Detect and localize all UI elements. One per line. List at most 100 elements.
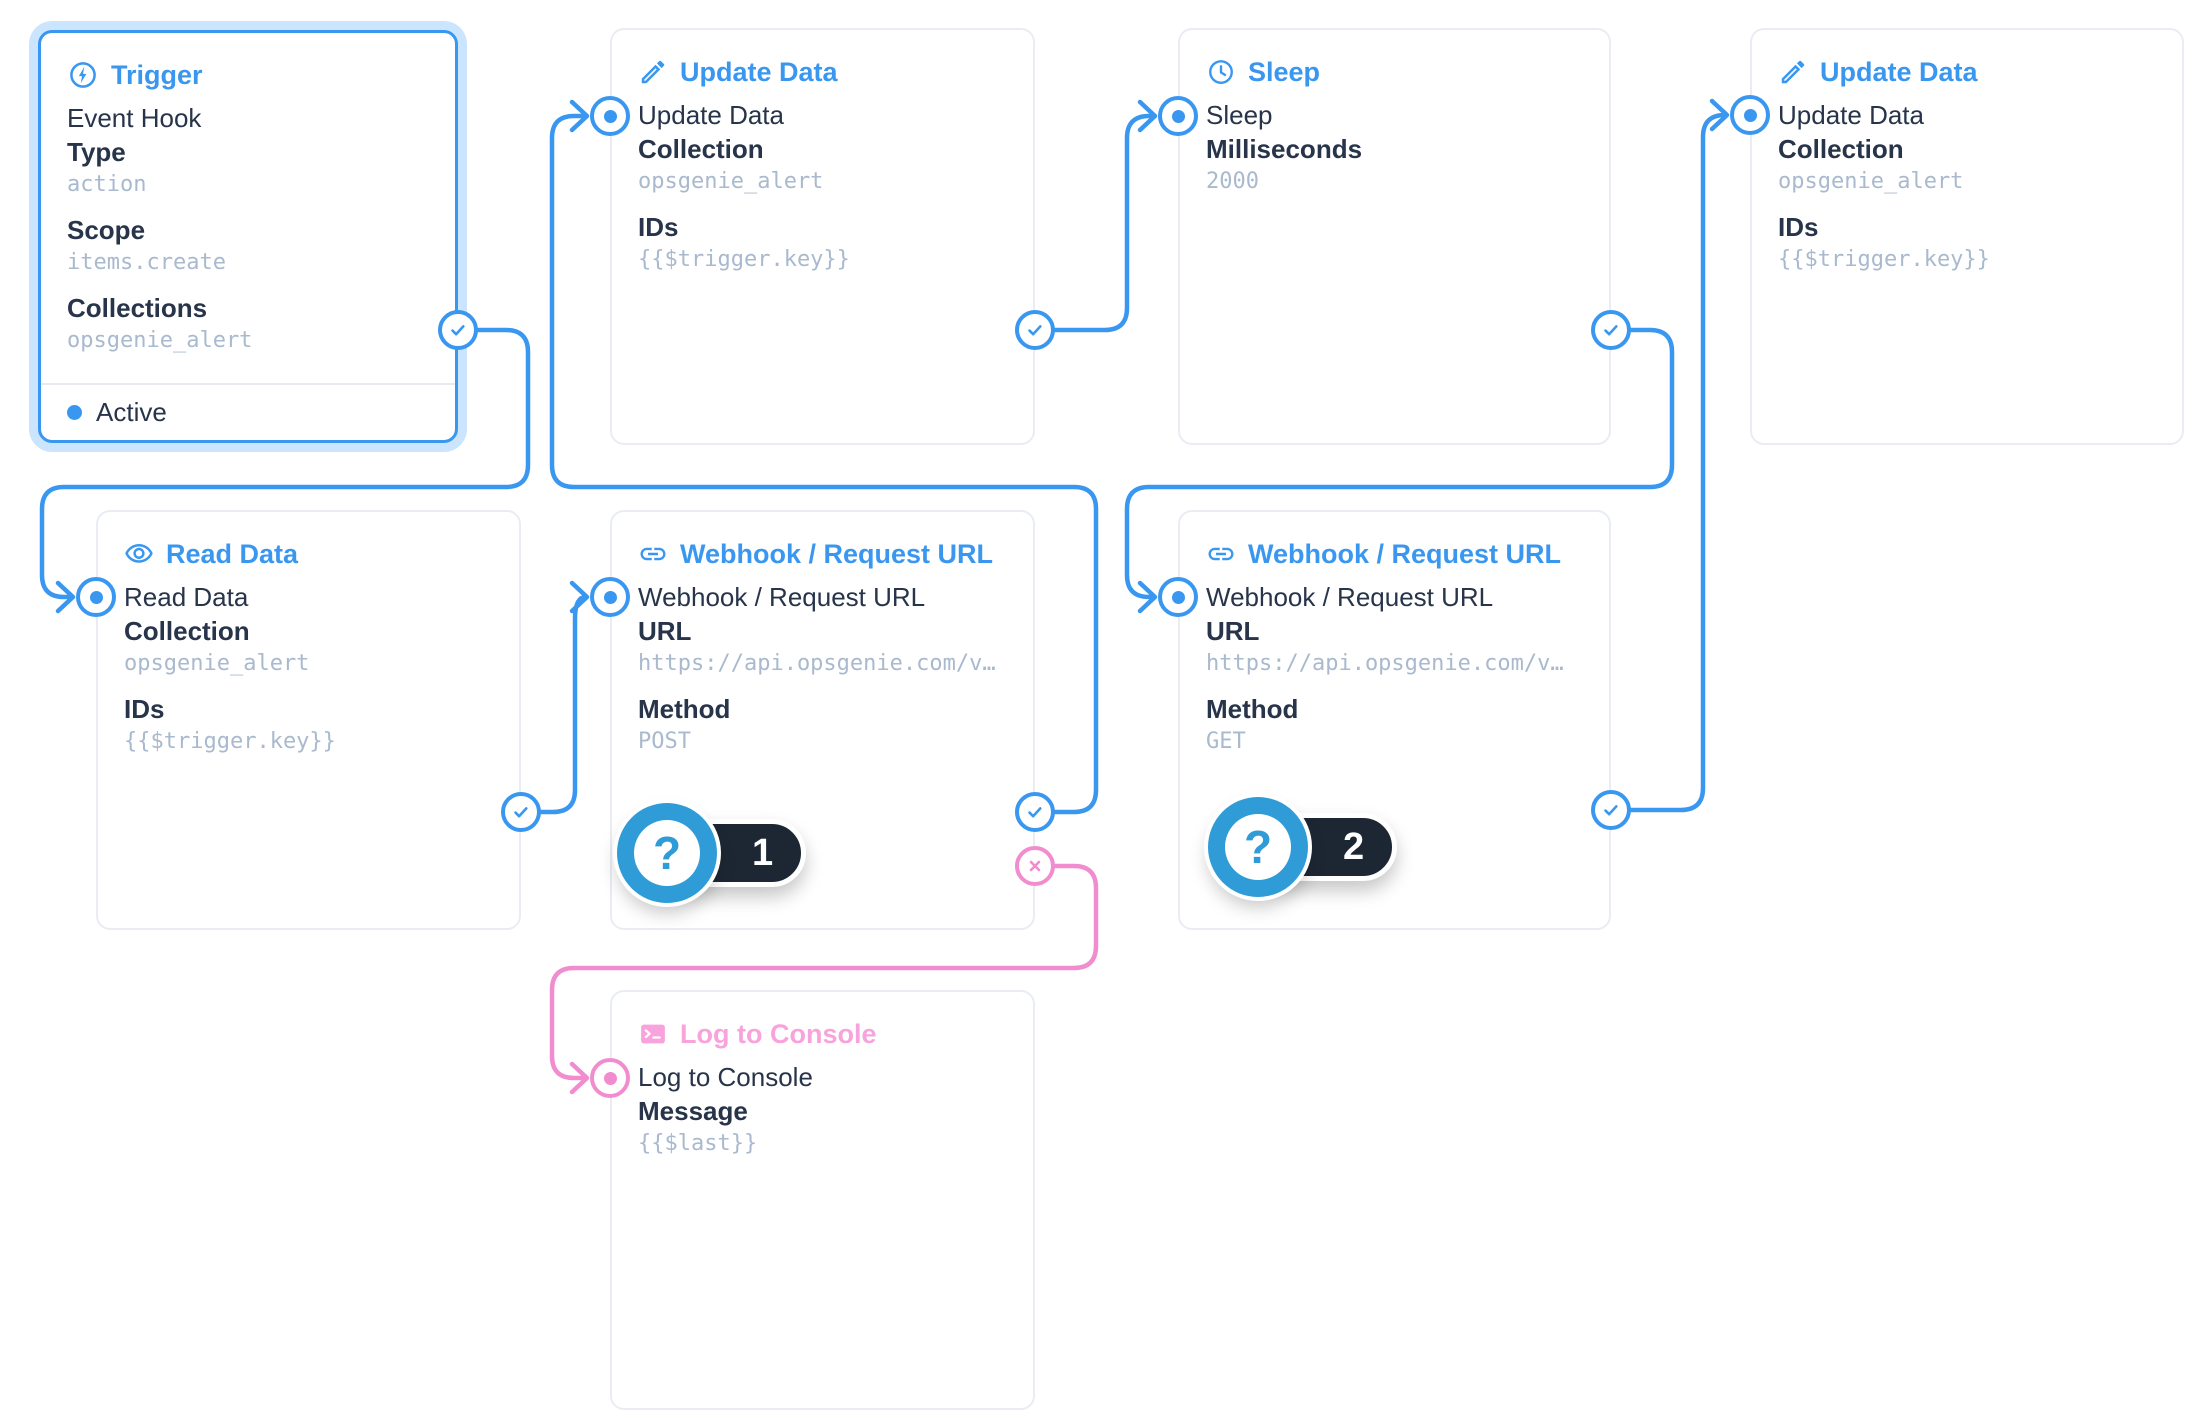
node-name: Webhook / Request URL xyxy=(1206,582,1494,612)
node-title-row: Read Data xyxy=(124,536,493,572)
node-name: Read Data xyxy=(124,582,249,612)
resolve-port-sleep[interactable] xyxy=(1591,310,1631,350)
node-title: Log to Console xyxy=(680,1018,877,1049)
node-field: Collections opsgenie_alert xyxy=(67,291,429,357)
port-dot xyxy=(603,590,617,604)
node-title: Sleep xyxy=(1248,56,1321,87)
resolve-port-read-data[interactable] xyxy=(501,792,541,832)
input-port-log-to-console[interactable] xyxy=(590,1058,630,1098)
clock-icon xyxy=(1209,60,1233,84)
node-field: Scope items.create xyxy=(67,213,429,279)
field-label: Milliseconds xyxy=(1206,134,1363,164)
terminal-icon xyxy=(641,1024,665,1044)
pencil-icon xyxy=(641,60,665,84)
port-dot xyxy=(1171,590,1185,604)
check-icon xyxy=(1028,325,1042,336)
field-label: Method xyxy=(1206,694,1299,724)
node-card-update-data-2[interactable]: Update Data Update Data Collection opsge… xyxy=(1750,28,2184,445)
node-card-update-data-1[interactable]: Update Data Update Data Collection opsge… xyxy=(610,28,1035,445)
field-label: Scope xyxy=(67,215,146,245)
eye-icon xyxy=(125,544,153,563)
check-icon xyxy=(1604,805,1618,816)
bolt-circle-icon xyxy=(70,62,96,88)
unknown-user-avatar: ? xyxy=(1208,797,1308,897)
node-field: URL https://api.opsgenie.com/v… xyxy=(1206,614,1583,680)
field-value: POST xyxy=(638,729,691,754)
node-name: Event Hook xyxy=(67,103,202,133)
node-card-read-data[interactable]: Read Data Read Data Collection opsgenie_… xyxy=(96,510,521,930)
port-dot xyxy=(1743,108,1757,122)
field-label: Collection xyxy=(124,616,250,646)
status-badge: Active xyxy=(96,397,167,427)
field-value: items.create xyxy=(67,250,226,275)
node-field: Collection opsgenie_alert xyxy=(1778,132,2156,198)
node-title-row: Webhook / Request URL xyxy=(1206,536,1583,572)
input-port-webhook-2[interactable] xyxy=(1158,577,1198,617)
node-name: Update Data xyxy=(1778,100,1924,130)
reject-port-webhook-1[interactable] xyxy=(1015,846,1055,886)
node-title-row: Trigger xyxy=(67,57,429,93)
field-label: URL xyxy=(638,616,692,646)
input-port-read-data[interactable] xyxy=(76,577,116,617)
link-icon xyxy=(640,547,666,561)
edge-update-data-1-to-sleep xyxy=(1032,99,1158,333)
port-dot xyxy=(603,109,617,123)
node-card-log-to-console[interactable]: Log to Console Log to Console Message {{… xyxy=(610,990,1035,1410)
field-value: https://api.opsgenie.com/v… xyxy=(638,651,996,676)
x-icon xyxy=(1029,860,1041,872)
count-label: 1 xyxy=(752,831,774,874)
port-dot xyxy=(1171,109,1185,123)
unknown-user-avatar: ? xyxy=(617,803,717,903)
edge-webhook-2-to-update-data-2 xyxy=(1608,98,1730,813)
node-title: Webhook / Request URL xyxy=(1248,538,1562,569)
input-port-sleep[interactable] xyxy=(1158,96,1198,136)
field-value: {{$last}} xyxy=(638,1131,758,1156)
field-label: Method xyxy=(638,694,731,724)
node-title: Trigger xyxy=(111,59,203,90)
edge-read-data-to-webhook-1 xyxy=(518,580,590,815)
question-mark-icon: ? xyxy=(634,820,700,886)
field-label: IDs xyxy=(1778,212,1819,242)
webhook-2-operation-badge[interactable]: 2 ? xyxy=(1208,797,1428,907)
node-card-sleep[interactable]: Sleep Sleep Milliseconds 2000 xyxy=(1178,28,1611,445)
field-value: GET xyxy=(1206,729,1246,754)
question-mark-icon: ? xyxy=(1225,814,1291,880)
node-card-trigger[interactable]: Trigger Event Hook Type action Scope ite… xyxy=(38,30,458,443)
field-value: action xyxy=(67,172,147,197)
input-port-webhook-1[interactable] xyxy=(590,577,630,617)
field-value: opsgenie_alert xyxy=(1778,169,1964,194)
field-value: 2000 xyxy=(1206,169,1259,194)
trigger-status-row: Active xyxy=(41,383,455,440)
node-field: Method POST xyxy=(638,692,1007,758)
field-value: {{$trigger.key}} xyxy=(124,729,336,754)
check-icon xyxy=(514,807,528,818)
resolve-port-webhook-1[interactable] xyxy=(1015,792,1055,832)
node-title-row: Update Data xyxy=(1778,54,2156,90)
node-field: IDs {{$trigger.key}} xyxy=(638,210,1007,276)
node-title-row: Update Data xyxy=(638,54,1007,90)
node-field: IDs {{$trigger.key}} xyxy=(124,692,493,758)
node-name: Update Data xyxy=(638,100,784,130)
node-field: IDs {{$trigger.key}} xyxy=(1778,210,2156,276)
node-title-row: Log to Console xyxy=(638,1016,1007,1052)
link-icon xyxy=(1208,547,1234,561)
resolve-port-webhook-2[interactable] xyxy=(1591,790,1631,830)
node-field: Milliseconds 2000 xyxy=(1206,132,1583,198)
node-title: Update Data xyxy=(1820,56,1978,87)
field-label: IDs xyxy=(638,212,679,242)
node-field: Collection opsgenie_alert xyxy=(124,614,493,680)
node-title: Webhook / Request URL xyxy=(680,538,994,569)
node-name: Log to Console xyxy=(638,1062,813,1092)
input-port-update-data-2[interactable] xyxy=(1730,95,1770,135)
resolve-port-trigger[interactable] xyxy=(438,310,478,350)
field-label: Collections xyxy=(67,293,208,323)
resolve-port-update-data-1[interactable] xyxy=(1015,310,1055,350)
node-title: Read Data xyxy=(166,538,299,569)
node-field: Collection opsgenie_alert xyxy=(638,132,1007,198)
field-label: Message xyxy=(638,1096,748,1126)
field-value: opsgenie_alert xyxy=(638,169,824,194)
webhook-1-operation-badge[interactable]: 1 ? xyxy=(617,803,837,913)
field-value: https://api.opsgenie.com/v… xyxy=(1206,651,1564,676)
check-icon xyxy=(451,325,465,336)
input-port-update-data-1[interactable] xyxy=(590,96,630,136)
